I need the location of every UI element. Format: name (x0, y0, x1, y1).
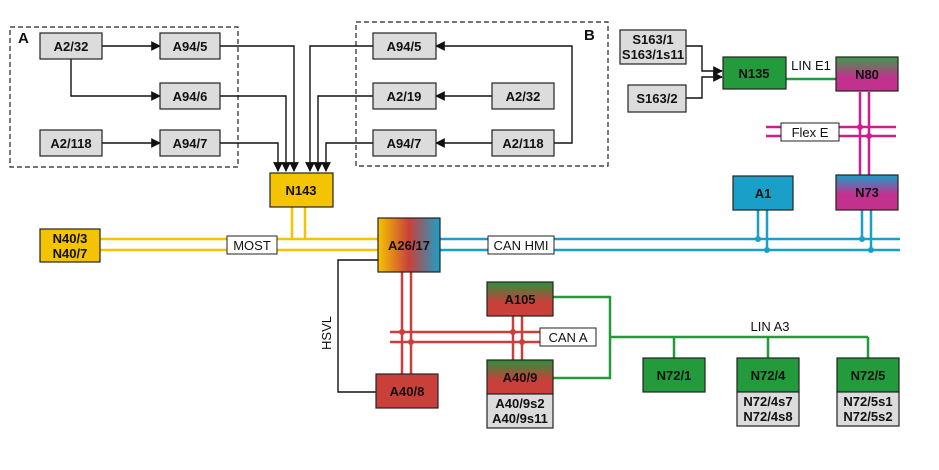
module-n80[interactable]: N80 (835, 56, 899, 92)
module-n72-5[interactable]: N72/5 N72/5s1 N72/5s2 (836, 357, 900, 427)
can-hmi-junctions (755, 236, 874, 253)
bus-label-can-a-text: CAN A (548, 330, 587, 345)
module-n73[interactable]: N73 (835, 174, 899, 211)
wire-a94-6-to-n143 (220, 95, 291, 172)
wire-a94-7-right-to-n143 (321, 142, 373, 172)
group-a-frame (9, 26, 239, 168)
module-n72-5-sub1: N72/5s1 (843, 394, 892, 409)
module-n135-label: N135 (738, 66, 769, 81)
bus-label-can-hmi: CAN HMI (487, 235, 555, 255)
module-a40-9-sub1: A40/9s2 (495, 396, 544, 411)
module-s163-2-label: S163/2 (636, 91, 677, 106)
bus-label-lin-e1: LIN E1 (791, 58, 831, 73)
group-a-label: A (18, 30, 29, 47)
module-a40-8-label: A40/8 (390, 384, 425, 399)
module-a2-19[interactable]: A2/19 (372, 82, 437, 110)
bus-label-hsvl: HSVL (319, 316, 334, 350)
module-n80-label: N80 (855, 67, 879, 82)
module-s163-1[interactable]: S163/1 S163/1s11 (619, 29, 687, 65)
module-n40-label-line2: N40/7 (53, 246, 88, 261)
lin-a3-bus (553, 295, 870, 380)
wire-a2-118-to-a94-5-right (435, 41, 573, 144)
module-a94-7-right-label: A94/7 (387, 136, 422, 151)
bus-label-can-hmi-text: CAN HMI (494, 238, 549, 253)
module-a2-32-right-label: A2/32 (506, 89, 541, 104)
wire-a94-7-left-to-n143 (220, 142, 283, 172)
module-a1[interactable]: A1 (732, 175, 794, 211)
module-a40-8[interactable]: A40/8 (375, 373, 439, 409)
module-n72-5-label: N72/5 (851, 368, 886, 383)
module-a2-118-left-label: A2/118 (50, 136, 91, 151)
module-a105[interactable]: A105 (486, 281, 554, 317)
module-a94-7-right[interactable]: A94/7 (372, 129, 437, 157)
wire-s163-2-to-n135 (686, 72, 723, 99)
module-a1-label: A1 (755, 186, 772, 201)
module-a94-7-left[interactable]: A94/7 (159, 129, 221, 157)
module-n40[interactable]: N40/3 N40/7 (39, 228, 101, 263)
bus-label-most-text: MOST (233, 238, 271, 253)
module-n135[interactable]: N135 (722, 56, 787, 90)
wire-a2-32-to-a94-6 (70, 59, 161, 101)
wire-a94-5-right-to-n143 (305, 45, 373, 172)
module-n72-1-label: N72/1 (657, 368, 692, 383)
module-s163-1-label-line1: S163/1 (632, 32, 673, 47)
bus-label-can-a: CAN A (539, 327, 597, 347)
module-a2-118-right[interactable]: A2/118 (491, 129, 555, 157)
module-a40-9-sub2: A40/9s11 (492, 411, 548, 426)
module-a94-5-left-label: A94/5 (173, 39, 208, 54)
module-a2-32-right[interactable]: A2/32 (491, 82, 555, 110)
bus-label-flex-e-text: Flex E (792, 125, 829, 140)
module-a26-17-label: A26/17 (388, 238, 430, 253)
module-n143[interactable]: N143 (269, 172, 334, 208)
group-b-frame (355, 21, 609, 167)
flex-e-junctions (857, 124, 872, 139)
module-a2-32-left-label: A2/32 (54, 39, 89, 54)
module-a26-17[interactable]: A26/17 (377, 217, 441, 273)
bus-label-lin-a3: LIN A3 (750, 319, 789, 334)
module-a105-label: A105 (504, 292, 535, 307)
module-a2-118-right-label: A2/118 (502, 136, 543, 151)
wire-s163-1-to-n135 (686, 45, 723, 76)
module-a40-9[interactable]: A40/9 A40/9s2 A40/9s11 (486, 359, 554, 429)
module-n72-4-sub1: N72/4s7 (743, 394, 792, 409)
module-a2-32-left[interactable]: A2/32 (39, 32, 103, 60)
module-a94-5-right-label: A94/5 (387, 39, 422, 54)
bus-label-flex-e: Flex E (780, 122, 840, 142)
module-n72-1[interactable]: N72/1 (642, 357, 706, 393)
module-a94-6[interactable]: A94/6 (159, 82, 221, 110)
module-a94-5-left[interactable]: A94/5 (159, 32, 221, 60)
module-n72-4[interactable]: N72/4 N72/4s7 N72/4s8 (736, 357, 800, 427)
module-n72-4-label: N72/4 (751, 368, 786, 383)
module-a94-7-left-label: A94/7 (173, 136, 208, 151)
module-n40-label-line1: N40/3 (53, 231, 88, 246)
module-a2-19-label: A2/19 (387, 89, 422, 104)
wire-a94-5-left-to-n143 (220, 45, 299, 172)
module-s163-1-label-line2: S163/1s11 (622, 47, 684, 62)
hsvl-link (337, 259, 378, 393)
module-a94-6-label: A94/6 (173, 89, 208, 104)
bus-label-most: MOST (226, 235, 278, 255)
module-n72-5-sub2: N72/5s2 (843, 409, 892, 424)
can-a-junctions (399, 329, 525, 345)
module-a94-5-right[interactable]: A94/5 (372, 32, 437, 60)
module-n143-label: N143 (285, 183, 316, 198)
group-b-label: B (584, 27, 595, 44)
module-s163-2[interactable]: S163/2 (627, 84, 687, 113)
module-a2-118-left[interactable]: A2/118 (39, 129, 103, 157)
wire-a2-19-to-n143 (313, 95, 373, 172)
module-n73-label: N73 (855, 185, 879, 200)
module-n72-4-sub2: N72/4s8 (743, 409, 792, 424)
module-a40-9-label: A40/9 (503, 370, 538, 385)
